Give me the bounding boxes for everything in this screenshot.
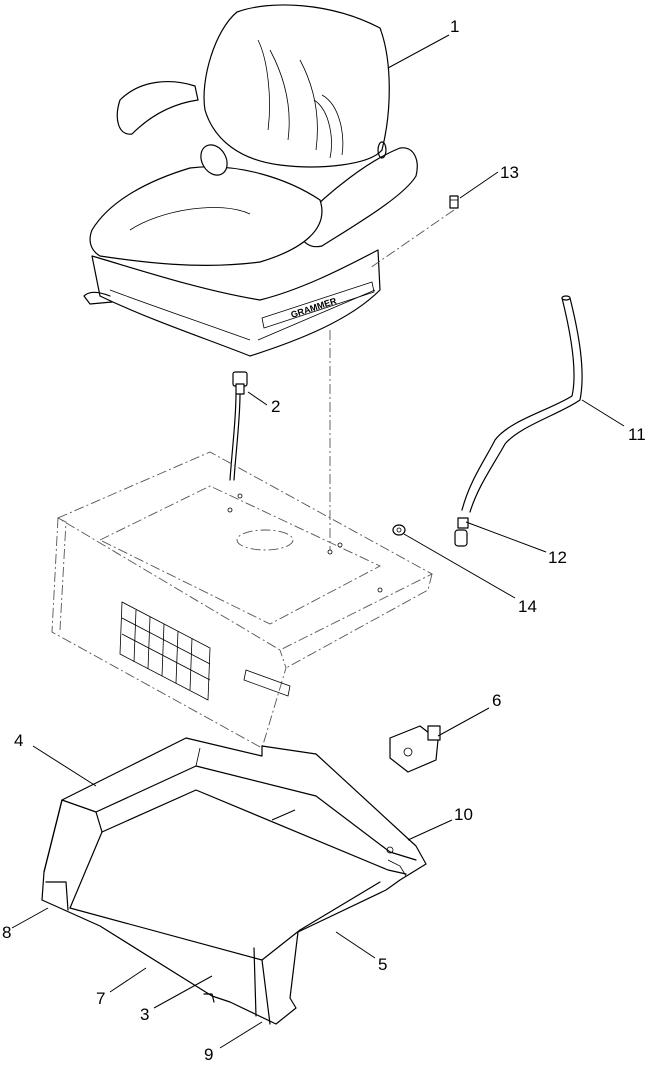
callout-6: 6 (492, 691, 501, 710)
part-6-bracket (389, 725, 441, 773)
part-11-hose (461, 295, 583, 513)
callout-5: 5 (378, 955, 387, 974)
callout-leaders (11, 34, 625, 1049)
callout-13: 13 (500, 163, 519, 182)
callout-1: 1 (450, 17, 459, 36)
callout-2: 2 (271, 397, 280, 416)
callout-14: 14 (518, 597, 537, 616)
seat-pan (41, 737, 427, 1025)
part-14-nut (392, 524, 406, 536)
callout-8: 8 (2, 923, 11, 942)
part-13-bolt (449, 195, 459, 209)
callout-9: 9 (204, 1045, 213, 1064)
callout-3: 3 (140, 1005, 149, 1024)
callout-11: 11 (628, 425, 646, 444)
part-2-switch (229, 371, 248, 481)
warning-decal (119, 601, 211, 701)
seat-assembly: GRAMMER (83, 4, 418, 357)
callout-12: 12 (548, 548, 567, 567)
callout-10: 10 (454, 805, 473, 824)
seat-mount-plate (51, 451, 433, 749)
callout-7: 7 (96, 989, 105, 1008)
callout-4: 4 (14, 731, 23, 750)
callout-labels: 1 2 3 4 5 6 7 8 9 10 11 12 13 14 (2, 17, 646, 1064)
